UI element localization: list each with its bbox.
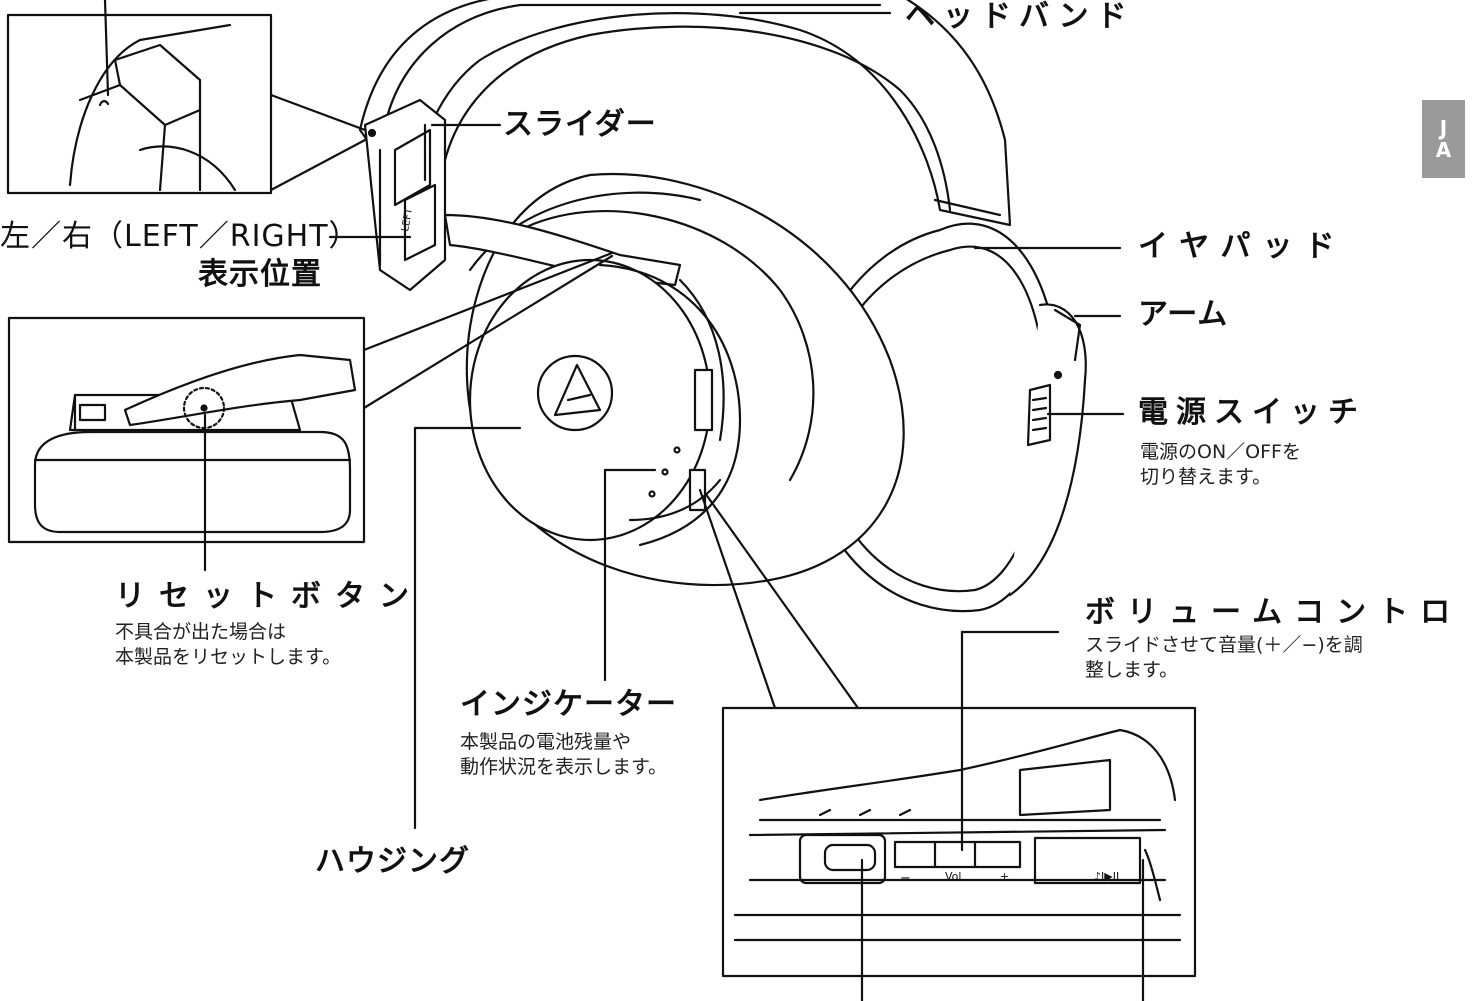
inset-left-marking (6, 0, 367, 195)
vol-text: Vol (945, 870, 961, 883)
left-marking-text: LEFT (400, 207, 415, 233)
left-earcup-illustration (443, 172, 905, 587)
housing-label: ハウジング (315, 844, 470, 879)
callout-lines (203, 11, 1145, 1001)
volume-control-desc-2: 整します。 (1085, 659, 1179, 681)
headband-illustration (358, 0, 1012, 227)
lr-indicator-label: 左／右（LEFT／RIGHT） (0, 219, 360, 254)
lr-indicator-label-2: 表示位置 (198, 257, 322, 292)
volume-control-label: ボリュームコントロ (1085, 595, 1463, 630)
power-switch-label: 電源スイッチ (1138, 395, 1366, 430)
power-switch-desc-1: 電源のON／OFFを (1140, 441, 1301, 463)
inset-controls (698, 488, 1197, 978)
plus-sign: + (1000, 870, 1009, 883)
volume-control-desc-1: スライドさせて音量(＋／−)を調 (1085, 634, 1363, 656)
inset-reset-button (7, 251, 614, 544)
brand-logo-icon (536, 354, 614, 432)
arm-label: アーム (1138, 297, 1229, 332)
play-symbol: ♪I▶II (1094, 870, 1119, 883)
minus-sign: − (900, 871, 911, 886)
indicator-desc-1: 本製品の電池残量や (460, 731, 632, 753)
language-tab-line2: A (1435, 138, 1452, 162)
reset-button-desc-2: 本製品をリセットします。 (115, 646, 342, 668)
language-tab-line1: J (1439, 116, 1448, 140)
reset-button-desc-1: 不具合が出た場合は (115, 621, 287, 643)
headband-label: ヘッドバンド (905, 0, 1135, 34)
indicator-label: インジケーター (460, 687, 677, 722)
slider-label: スライダー (503, 107, 657, 142)
language-tab: J A (1422, 100, 1465, 178)
earpad-label: イヤパッド (1138, 229, 1347, 264)
indicator-desc-2: 動作状況を表示します。 (460, 756, 668, 778)
power-switch-desc-2: 切り替えます。 (1140, 466, 1272, 488)
reset-button-label: リセットボタン (115, 579, 423, 614)
slider-illustration (363, 98, 447, 292)
